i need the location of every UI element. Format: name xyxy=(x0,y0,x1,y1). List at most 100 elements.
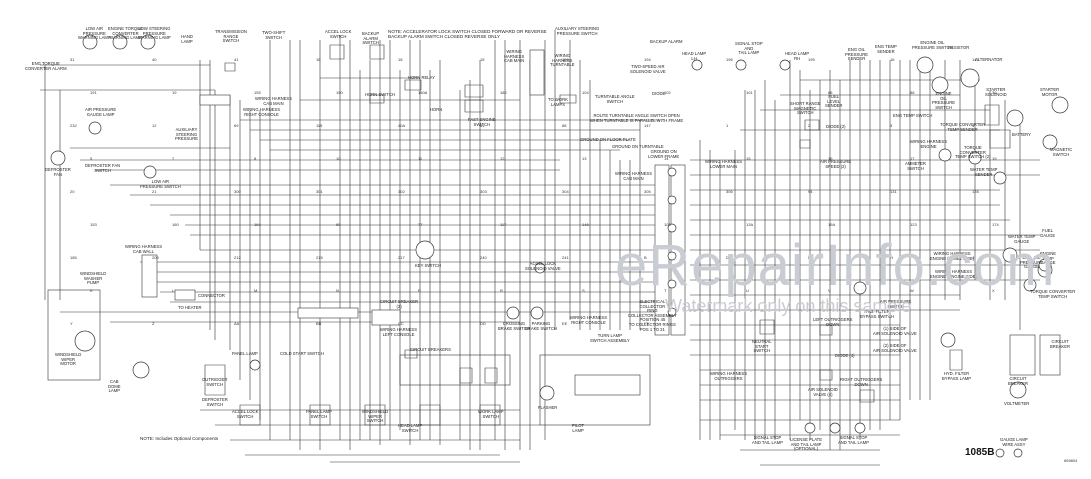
wire-label: 20 xyxy=(70,189,75,194)
low-steering-lamp-label: LOW STEERING PRESSURE WARNING LAMP xyxy=(138,26,171,41)
turn-lamp-switch-label: TURN LAMP SWITCH ASSEMBLY xyxy=(590,333,630,343)
wire-label: 240 xyxy=(480,255,487,260)
wire-label: 131 xyxy=(890,189,897,194)
watermark-main: eRepairInfo.com xyxy=(615,233,1056,298)
harness-cab-main-2-label: WIRING HARNESS CAB MAIN xyxy=(504,49,525,64)
eng-oil-pressure-switch-label: ENGINE OIL PRESSURE SWITCH xyxy=(912,40,953,50)
wire-label: K xyxy=(90,288,93,293)
alternator-label: ALTERNATOR xyxy=(975,57,1003,62)
wire-label: 41 xyxy=(234,57,239,62)
eng-temp-sender-label: ENG TEMP SENDER xyxy=(875,44,897,54)
head-lamp-rh-label: HEAD LAMP RH xyxy=(785,51,810,61)
hand-lamp-label: HAND LAMP xyxy=(181,34,193,44)
bottom-note: NOTE: Includes Optional Components xyxy=(140,436,219,441)
harness-outriggers-label: WIRING HARNESS OUTRIGGERS xyxy=(710,371,747,381)
wire-label: 109 xyxy=(562,57,569,62)
ground-floor-plate-label: GROUND ON FLOOR PLATE xyxy=(580,137,636,142)
harness-right-console-2-label: WIRING HARNESS RIGHT CONSOLE xyxy=(570,315,607,325)
wire-label: 3 xyxy=(890,123,893,128)
work-lamp-switch-label: WORK LAMP SWITCH xyxy=(478,409,504,419)
eng-oil-pressure-switch-2-label: ENGINE OIL PRESSURE SWITCH xyxy=(932,91,956,110)
wire-label: 306 xyxy=(726,189,733,194)
turntable-angle-switch-label: TURNTABLE ANGLE SWITCH xyxy=(595,94,635,104)
wire-label: AA xyxy=(234,321,240,326)
low-air-switch-label: LOW AIR PRESSURE SWITCH xyxy=(140,179,181,189)
signal-tail-lamp-3-label: SIGNAL STOP AND TAIL LAMP xyxy=(838,435,869,445)
wire-label: 40A xyxy=(398,123,405,128)
wire-label: 13A xyxy=(746,222,753,227)
wire-label: 123 xyxy=(910,222,917,227)
eng-temp-switch-label: ENG TEMP SWITCH xyxy=(893,113,933,118)
up-side-valve-2-label: (2) SIDE OF AIR SOLENOID VALVE xyxy=(873,343,917,353)
wire-label: W xyxy=(910,288,914,293)
wire-label: 15 xyxy=(746,156,751,161)
horn-relay-label: HORN RELAY xyxy=(408,75,435,80)
wire-label: 10 xyxy=(336,156,341,161)
fuel-gauge-label: FUEL GAUGE xyxy=(1040,228,1056,238)
wire-label: 94 xyxy=(808,189,813,194)
harness-engine-3-label: WIRING HARNESS ENGINE (ENGINE SIDE) xyxy=(930,269,977,279)
wire-label: 300 xyxy=(234,189,241,194)
diode-4-label: DIODE (4) xyxy=(835,353,855,358)
windshield-washer-label: WINDSHIELD WASHER PUMP xyxy=(80,271,107,286)
torque-converter-switch-label: TORQUE CONVERTER TEMP SWITCH (2) xyxy=(955,145,991,160)
parking-brake-switch-label: PARKING BRAKE SWITCH xyxy=(525,321,557,331)
figure-code: 659804 xyxy=(1064,458,1078,463)
circuit-breakers-label: CIRCUIT BREAKERS xyxy=(410,347,451,352)
circuit-breaker-1-label: CIRCUIT BREAKER (3) xyxy=(380,299,419,309)
windshield-wiper-switch-label: WINDSHIELD WIPER SWITCH xyxy=(362,409,389,424)
torque-alarm-label: ENG TORQUE CONVERTER ALARM xyxy=(25,61,67,71)
wire-label: 12 xyxy=(500,156,505,161)
water-solenoid-label: WATER TEMP SENDER xyxy=(970,167,998,177)
defroster-switch-2-label: DEFROSTER SWITCH xyxy=(202,397,228,407)
wire-label: 212 xyxy=(234,255,241,260)
cab-dome-lamp-label: CAB DOME LAMP xyxy=(108,379,121,394)
aux-steering-pressure-label: AUXILIARY STEERING PRESSURE xyxy=(175,127,199,142)
wire-label: 19A xyxy=(828,222,835,227)
wire-label: X xyxy=(992,288,995,293)
wire-label: 88 xyxy=(562,123,567,128)
signal-tail-lamp-2-label: SIGNAL STOP AND TAIL LAMP xyxy=(752,435,783,445)
wire-label: 16 xyxy=(890,57,895,62)
turntable-note-label: ROUTE TURNTABLE ANGLE SWITCH OPEN WHEN T… xyxy=(590,113,684,123)
harness-cab-wall-label: WIRING HARNESS CAB WALL xyxy=(125,244,162,254)
wire-label: 102 xyxy=(664,90,671,95)
wire-label: 128 xyxy=(972,189,979,194)
wire-label: 119 xyxy=(316,123,323,128)
wire-label: 153 xyxy=(90,222,97,227)
wire-label: 155 xyxy=(254,90,261,95)
wire-label: M xyxy=(254,288,257,293)
wire-label: P xyxy=(418,288,421,293)
wire-label: 77 xyxy=(418,222,423,227)
wire-label: 117 xyxy=(500,222,507,227)
torque-converter-temp-switch-label: TORQUE CONVERTER TEMP SWITCH xyxy=(1030,289,1076,299)
engine-temp-gauge-label: ENGINE TEMP GAUGE xyxy=(1040,251,1057,266)
wire-label: 13 xyxy=(582,156,587,161)
two-shift-switch-label: TWO-SHIFT SWITCH xyxy=(262,30,286,40)
wire-label: 241 xyxy=(562,255,569,260)
aux-steering-pressure-switch-label: AUXILIARY STEERING PRESSURE SWITCH xyxy=(555,26,600,36)
two-speed-valve-label: TWO-SPEED AIR SOLENOID VALVE xyxy=(630,64,666,74)
starter-label: STARTER SOLENOID xyxy=(985,87,1007,97)
starter-motor-label: STARTER MOTOR xyxy=(1040,87,1060,97)
accel-lock-switch-top-label: ACCEL LOCK SWITCH xyxy=(325,29,352,39)
engine-torque-lamp-label: ENGINE TORQUE CONVERTER WARNING LAMP xyxy=(108,26,143,41)
pilot-lamp-label: PILOT LAMP xyxy=(572,423,585,433)
wire-label: 17 xyxy=(910,156,915,161)
signal-tail-lamp-label: SIGNAL STOP AND TAIL LAMP xyxy=(735,41,763,56)
accel-lock-solenoid-label: ACCEL LOCK SOLENOID VALVE xyxy=(525,261,561,271)
air-pressure-switch-label: AIR PRESSURE SWITCH xyxy=(880,299,912,309)
circuit-breaker-label: CIRCUIT BREAKER xyxy=(1008,376,1029,386)
circuit-breaker-2-label: CIRCUIT BREAKER xyxy=(1050,339,1071,349)
eng-oil-sender-label: ENG OIL PRESSURE SENDER xyxy=(845,47,869,62)
wire-label: 303 xyxy=(480,189,487,194)
backup-alarm-switch-label: BACKUP ALARM SWITCH xyxy=(362,31,380,46)
right-outriggers-down-label: RIGHT OUTRIGGERS DOWN xyxy=(840,377,883,387)
wire-label: 11 xyxy=(418,156,423,161)
wire-label: 160 xyxy=(172,222,179,227)
ground-turntable-label: GROUND ON TURNTABLE xyxy=(612,144,664,149)
wire-label: T xyxy=(664,288,667,293)
figure-number: 1085B xyxy=(965,447,995,458)
wire-label: 7 xyxy=(172,156,175,161)
